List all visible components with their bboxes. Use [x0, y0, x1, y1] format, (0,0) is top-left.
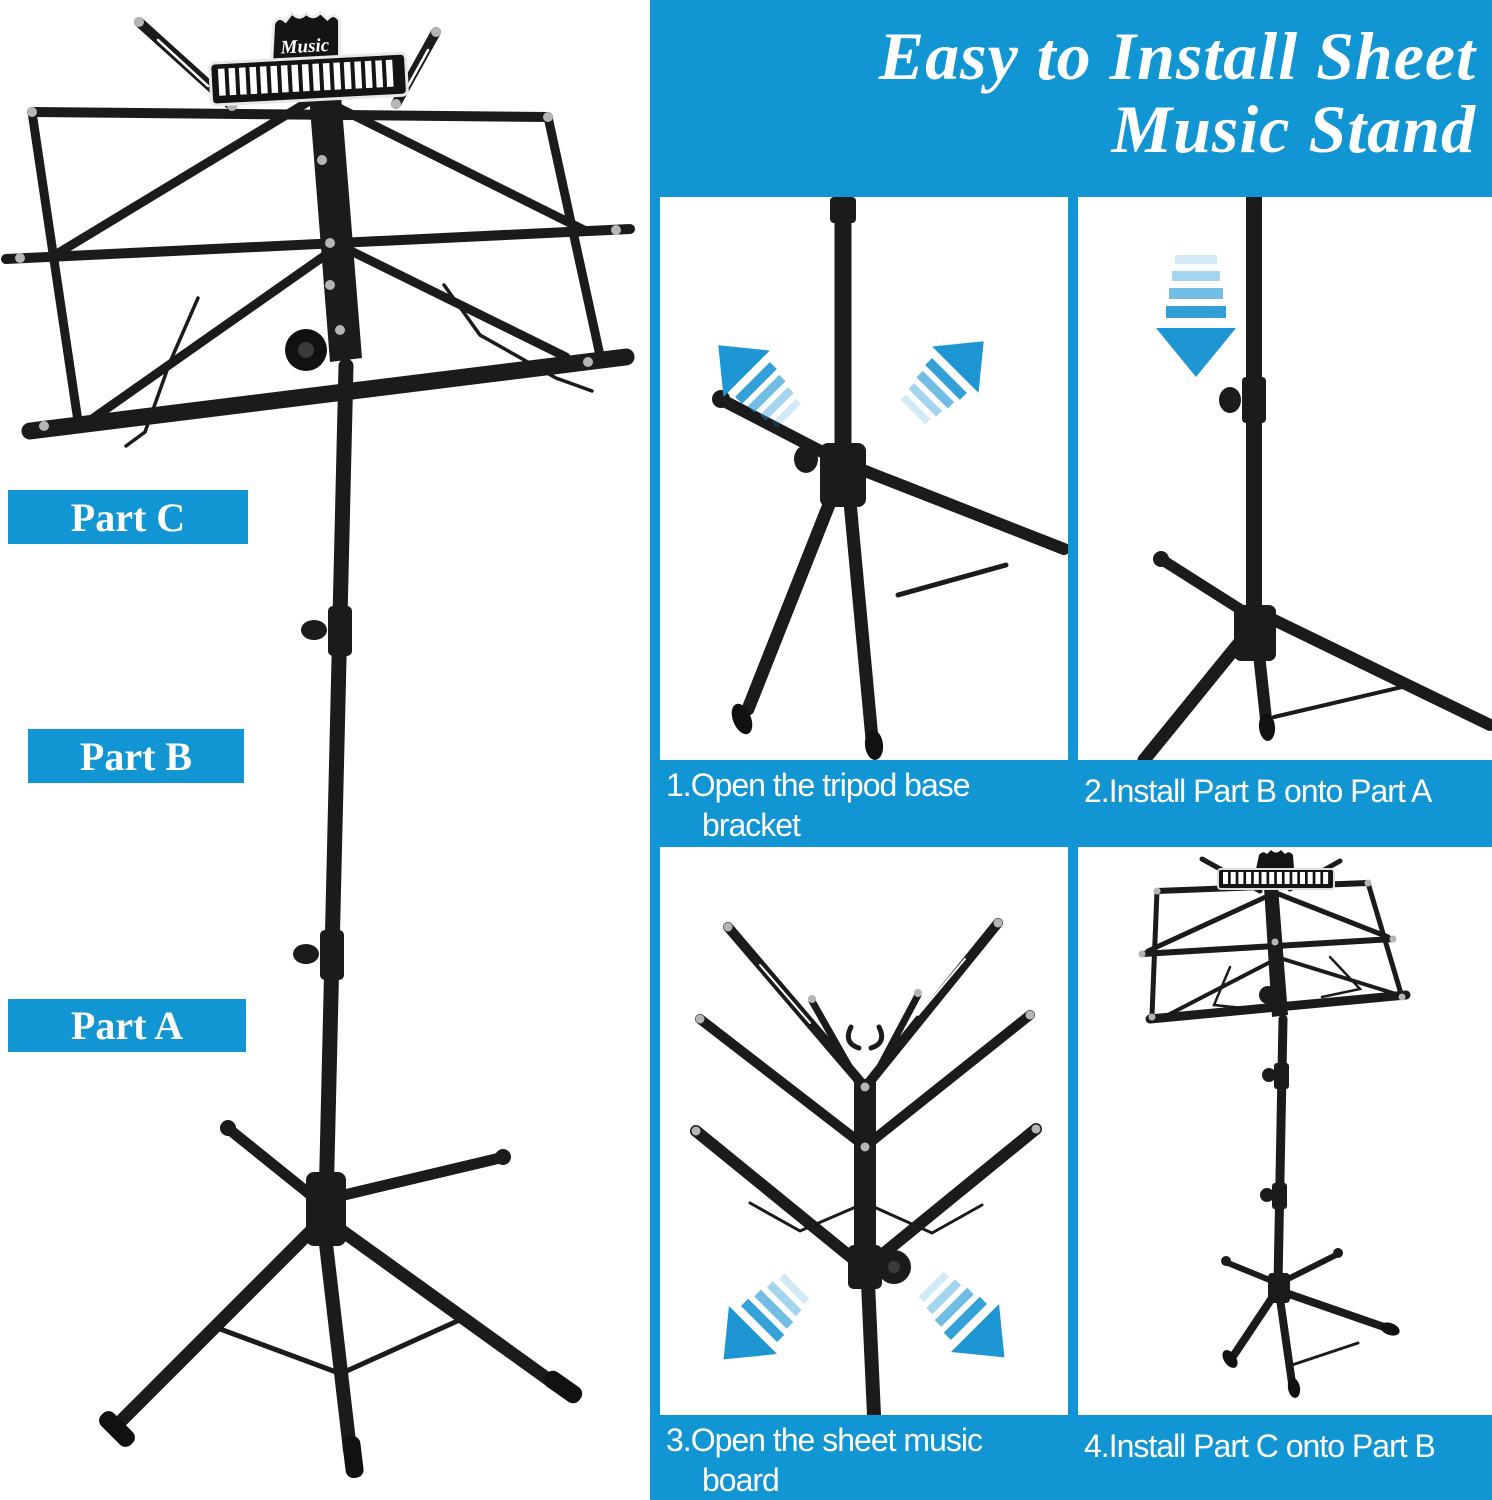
page-holder-wire-left	[124, 296, 200, 448]
step-1-image-panel	[660, 197, 1068, 760]
step-1-illustration	[695, 197, 1068, 760]
title-line-1: Easy to Install Sheet	[878, 18, 1476, 94]
tripod-feet	[99, 1370, 583, 1479]
step-3-caption: 3.Open the sheet music board	[666, 1422, 983, 1498]
arrow-down-left-icon	[699, 1262, 821, 1384]
clip-crown	[270, 10, 342, 64]
step-3-illustration	[690, 918, 1042, 1415]
arrow-down-right-icon	[907, 1260, 1029, 1382]
product-photo-area: Music Part C Part B Part A	[0, 0, 650, 1500]
page-holder-wire-right	[863, 1201, 984, 1235]
page-holder-wire-left	[748, 1201, 867, 1233]
desk-ledge	[21, 348, 635, 440]
instructions-panel: Easy to Install Sheet Music Stand	[650, 0, 1492, 1500]
part-b-label: Part B	[28, 729, 244, 783]
step-2-image-panel	[1078, 197, 1492, 760]
pole	[861, 1276, 881, 1415]
wing-knob-upper	[301, 620, 327, 640]
clip-logo-text: Music	[279, 35, 330, 59]
height-collar	[1242, 377, 1266, 423]
tripod-hub	[1234, 605, 1276, 661]
desk-spine	[309, 95, 362, 362]
arrow-down-icon	[1156, 255, 1236, 377]
tripod-leg-right	[331, 1221, 559, 1389]
height-collar-lower	[320, 930, 344, 980]
page-holder-wire-right	[442, 283, 594, 393]
sheet-clip	[1217, 850, 1335, 890]
step-4-caption: 4.Install Part C onto Part B	[1084, 1428, 1436, 1464]
desk-middle-bar	[1, 224, 635, 264]
step-3-image-panel	[660, 847, 1068, 1415]
part-a-label: Part A	[8, 999, 246, 1052]
height-collar-upper	[328, 606, 352, 656]
title-line-2: Music Stand	[1111, 90, 1476, 167]
step-4-image-panel	[1078, 847, 1492, 1415]
tripod-leg-front	[319, 1237, 357, 1457]
wing-knob	[1219, 387, 1241, 413]
center-pole	[318, 358, 354, 1213]
pole	[1273, 1014, 1288, 1288]
step-2-caption: 2.Install Part B onto Part A	[1084, 773, 1432, 809]
sheet-clip: Music	[208, 10, 409, 107]
step-1-caption: 1.Open the tripod base bracket	[666, 767, 971, 843]
tripod-hub	[1268, 1273, 1290, 1303]
wing-knob-lower	[293, 944, 319, 964]
lyre-ornament	[845, 1024, 885, 1051]
music-stand-illustration: Music	[1, 10, 635, 1479]
step-4-illustration	[1138, 850, 1411, 1398]
tilt-knob	[1259, 986, 1277, 1004]
arrow-up-right-icon	[889, 318, 1007, 436]
part-c-label: Part C	[8, 490, 248, 544]
page-title: Easy to Install Sheet Music Stand	[666, 20, 1476, 166]
desk-left-side	[27, 107, 84, 433]
wing-knob	[794, 445, 818, 473]
desk-right-side	[543, 112, 606, 365]
step-2-illustration	[1137, 197, 1492, 760]
board-spine	[854, 1079, 876, 1275]
tripod-hub	[820, 443, 866, 507]
